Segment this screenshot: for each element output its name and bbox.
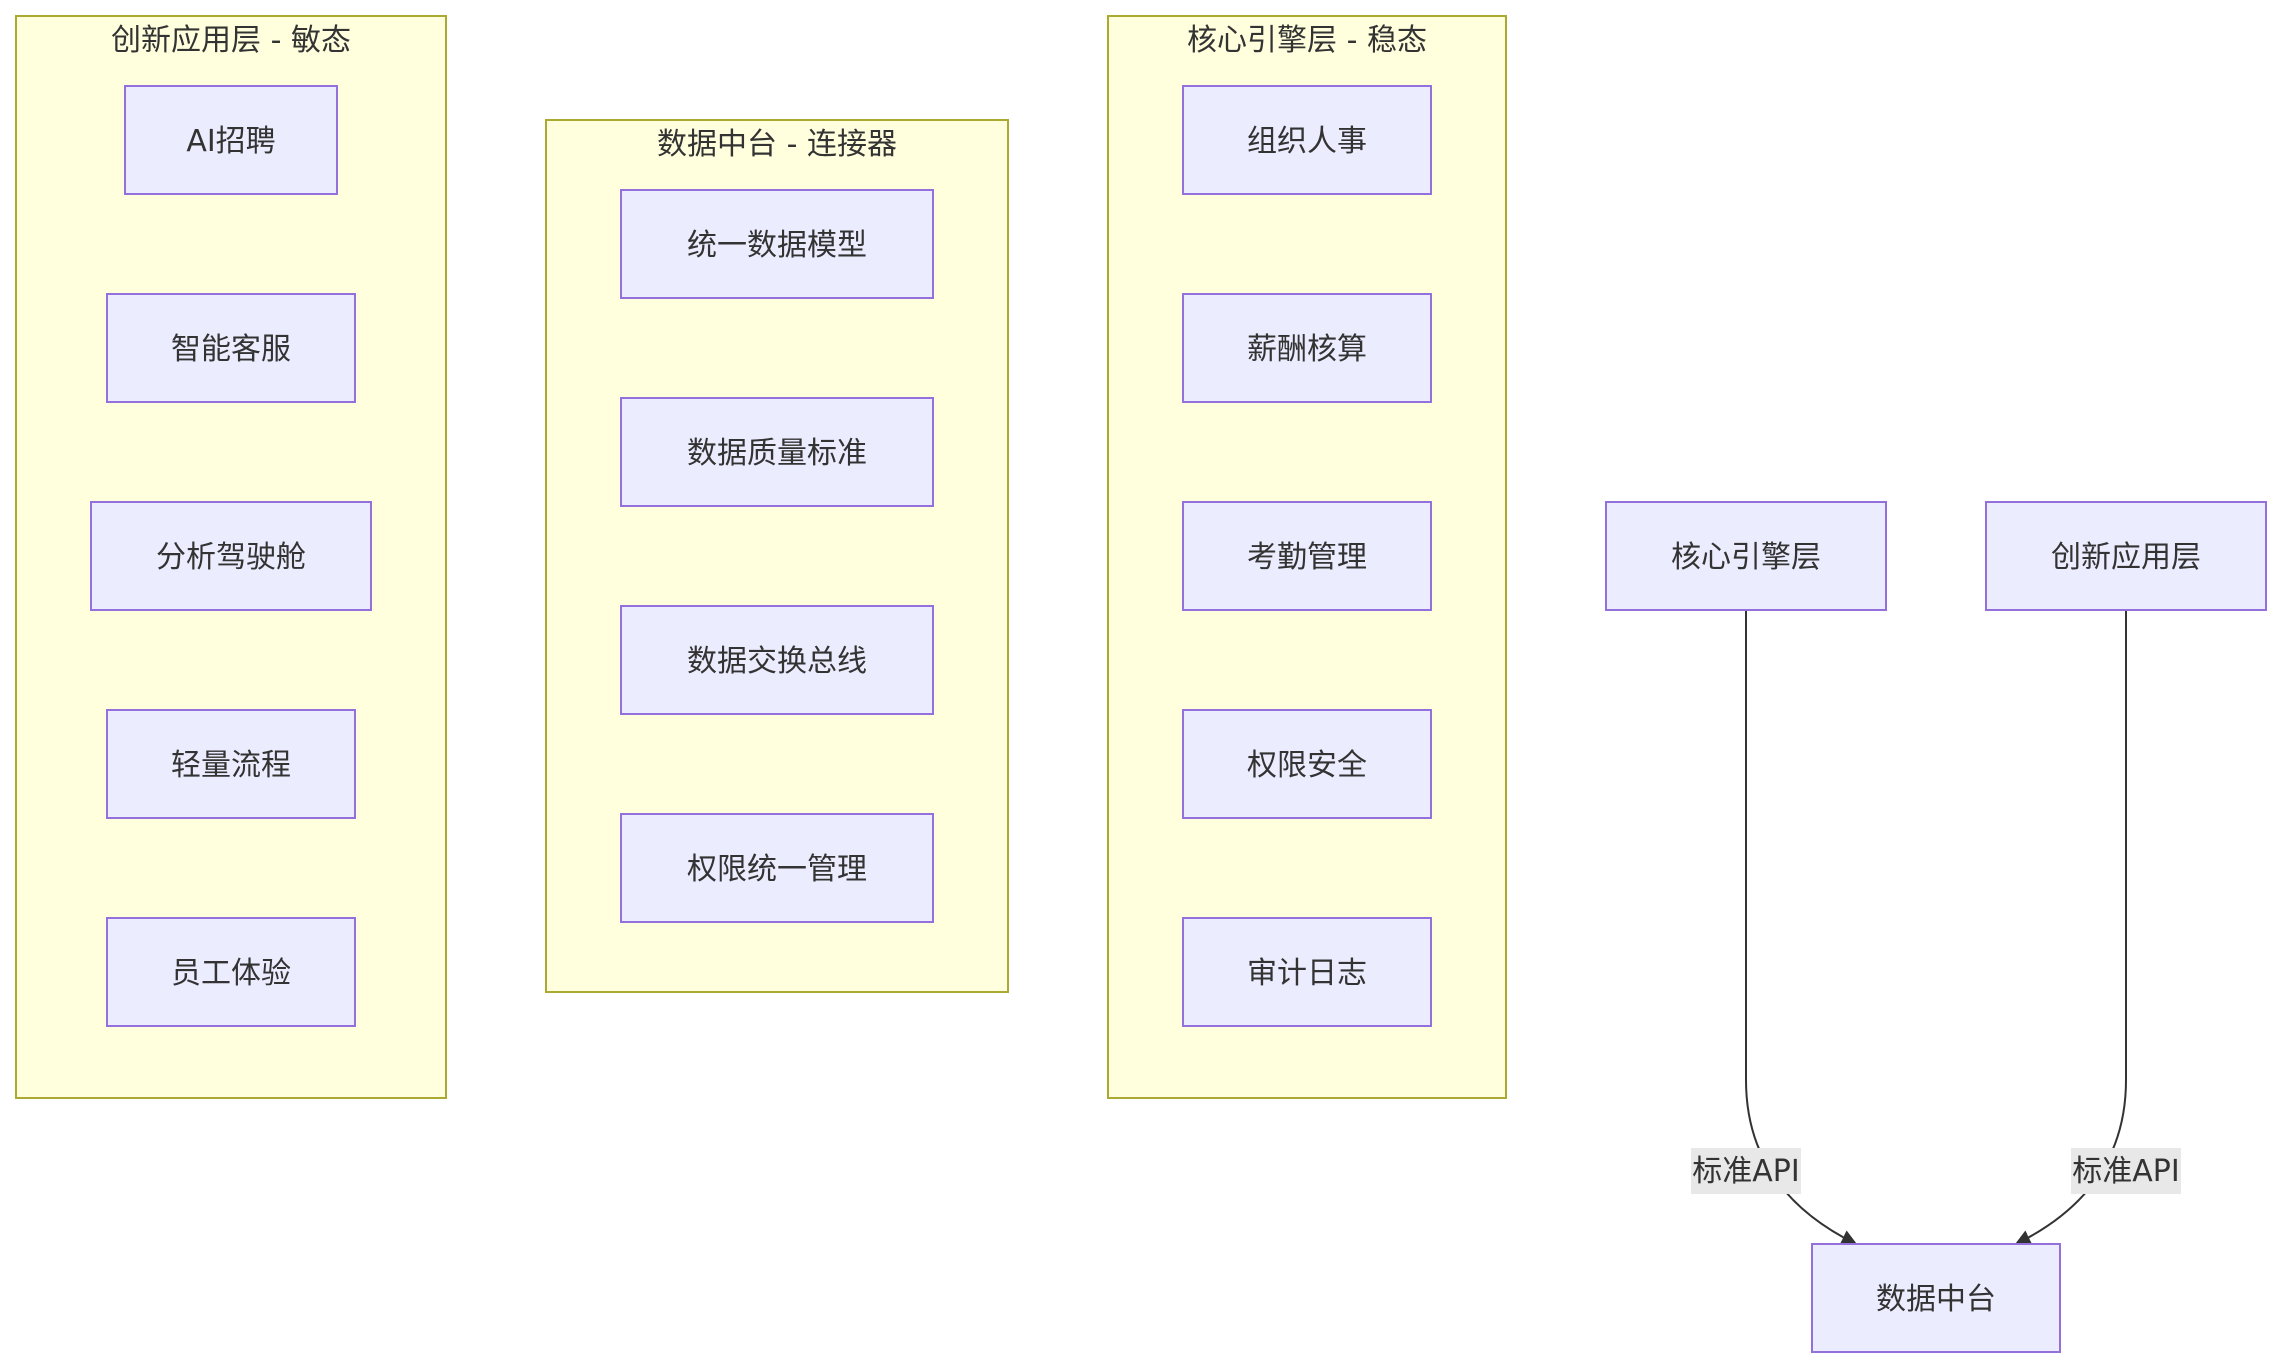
node-light-workflow[interactable]: 轻量流程 [106, 709, 356, 819]
node-label: 权限安全 [1247, 748, 1367, 783]
node-label: AI招聘 [186, 124, 275, 159]
node-label: 考勤管理 [1247, 540, 1367, 575]
node-label: 员工体验 [171, 956, 291, 991]
node-label: 数据质量标准 [687, 436, 867, 471]
group-data-platform-title: 数据中台 - 连接器 [657, 127, 897, 162]
node-payroll[interactable]: 薪酬核算 [1182, 293, 1432, 403]
node-label: 创新应用层 [2051, 540, 2201, 575]
node-ai-recruit[interactable]: AI招聘 [124, 85, 338, 195]
node-core-engine-layer[interactable]: 核心引擎层 [1605, 501, 1887, 611]
node-data-platform[interactable]: 数据中台 [1811, 1243, 2061, 1353]
node-smart-service[interactable]: 智能客服 [106, 293, 356, 403]
node-audit-log[interactable]: 审计日志 [1182, 917, 1432, 1027]
node-label: 数据中台 [1876, 1282, 1996, 1317]
node-attendance[interactable]: 考勤管理 [1182, 501, 1432, 611]
edge-label-text: 标准API [1692, 1154, 1799, 1189]
group-innovation-title: 创新应用层 - 敏态 [111, 23, 351, 58]
edge-label-text: 标准API [2072, 1154, 2179, 1189]
node-label: 权限统一管理 [687, 852, 867, 887]
node-analytics-cockpit[interactable]: 分析驾驶舱 [90, 501, 372, 611]
node-label: 核心引擎层 [1671, 540, 1821, 575]
node-data-quality-standard[interactable]: 数据质量标准 [620, 397, 934, 507]
node-label: 分析驾驶舱 [156, 540, 306, 575]
node-data-exchange-bus[interactable]: 数据交换总线 [620, 605, 934, 715]
node-label: 统一数据模型 [687, 228, 867, 263]
group-innovation: 创新应用层 - 敏态 AI招聘 智能客服 分析驾驶舱 轻量流程 员工体验 [15, 15, 447, 1099]
node-label: 轻量流程 [171, 748, 291, 783]
group-core-engine-title: 核心引擎层 - 稳态 [1187, 23, 1427, 58]
node-unified-permission-management[interactable]: 权限统一管理 [620, 813, 934, 923]
edge-label-core: 标准API [1691, 1148, 1801, 1194]
node-label: 数据交换总线 [687, 644, 867, 679]
node-innovation-layer[interactable]: 创新应用层 [1985, 501, 2267, 611]
node-label: 薪酬核算 [1247, 332, 1367, 367]
node-org-personnel[interactable]: 组织人事 [1182, 85, 1432, 195]
node-label: 审计日志 [1247, 956, 1367, 991]
edge-label-innovation: 标准API [2071, 1148, 2181, 1194]
group-core-engine: 核心引擎层 - 稳态 组织人事 薪酬核算 考勤管理 权限安全 审计日志 [1107, 15, 1507, 1099]
group-data-platform: 数据中台 - 连接器 统一数据模型 数据质量标准 数据交换总线 权限统一管理 [545, 119, 1009, 993]
node-permission-security[interactable]: 权限安全 [1182, 709, 1432, 819]
node-label: 组织人事 [1247, 124, 1367, 159]
node-unified-data-model[interactable]: 统一数据模型 [620, 189, 934, 299]
node-label: 智能客服 [171, 332, 291, 367]
node-employee-experience[interactable]: 员工体验 [106, 917, 356, 1027]
